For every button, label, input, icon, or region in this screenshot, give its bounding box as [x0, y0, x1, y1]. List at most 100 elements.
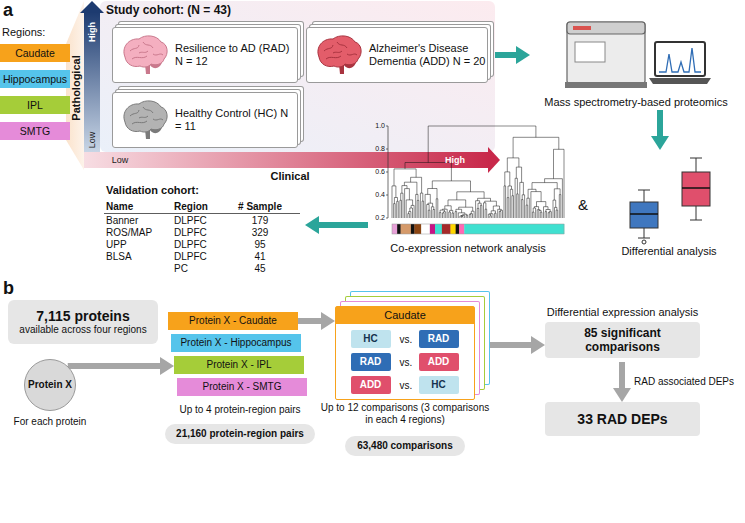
versus-text: vs.: [400, 357, 413, 369]
group-tag-text: HC: [363, 333, 377, 345]
cohort-group-box: Resilience to AD (RAD) N = 12: [112, 27, 298, 83]
arrow-head: [305, 216, 319, 234]
pathology-axis-bar: [84, 12, 100, 168]
module-color-bar: [435, 224, 442, 234]
axis-line: [386, 126, 388, 218]
legend-title: Regions:: [2, 26, 45, 39]
cohort-panel-fill: [100, 1, 495, 152]
arrow-shaft: [475, 342, 532, 348]
legend-text: SMTG: [0, 122, 70, 140]
table-cell: DLPFC: [174, 239, 207, 251]
dendrogram-branches: [392, 126, 564, 218]
brain-outline: [124, 36, 167, 67]
legend-swatch: SMTG: [0, 122, 70, 140]
arrow-shaft: [657, 110, 663, 137]
count-pill: 63,480 comparisons: [345, 436, 465, 456]
outlier: [642, 240, 646, 244]
protein-region-box: Protein X - IPL: [174, 356, 304, 374]
table-cell: ROS/MAP: [106, 227, 152, 239]
module-color-bar: [450, 224, 455, 234]
legend-text: Hippocampus: [0, 70, 70, 88]
mass-spectrometer-icon: [561, 10, 711, 96]
result-text: 85 significant comparisons: [545, 322, 700, 358]
spectrum-trace: [659, 48, 701, 72]
tick-label: 0.6: [375, 168, 385, 176]
count-heading: 7,115 proteins: [36, 308, 129, 325]
table-cell: DLPFC: [174, 227, 207, 239]
versus-text: vs.: [400, 380, 413, 392]
arrow-shaft: [298, 318, 322, 324]
table-cell: 95: [254, 239, 265, 251]
instrument-accent: [573, 26, 591, 30]
group-tag: ADD: [419, 353, 459, 371]
flow-arrow: [305, 216, 368, 234]
module-color-bar: [397, 224, 401, 234]
instrument-window: [575, 42, 605, 62]
brain-outline: [318, 36, 361, 67]
step-note: For each protein: [14, 416, 87, 428]
axis-level: High: [445, 155, 465, 165]
module-color-bar: [421, 224, 430, 234]
flow-arrow: [298, 312, 335, 330]
module-color-bar: [392, 224, 397, 234]
protein-region-box: Protein X - SMTG: [177, 378, 307, 396]
brain-icon: [119, 33, 169, 77]
tick-label: 0.8: [375, 145, 385, 153]
arrow-head: [651, 136, 669, 150]
flow-arrow: [613, 362, 631, 402]
dendrogram-plot: [368, 118, 568, 242]
count-note: available across four regions: [19, 324, 146, 336]
table-cell: BLSA: [106, 251, 132, 263]
protein-name: Protein X: [28, 379, 72, 391]
tick-label: 0.2: [375, 214, 385, 222]
module-color-bar: [456, 224, 460, 234]
table-cell: UPP: [106, 239, 127, 251]
group-tag-text: RAD: [428, 333, 450, 345]
module-color-bar: [430, 224, 435, 234]
table-cell: PC: [174, 263, 188, 275]
group-label: Alzheimer's Disease Dementia (ADD) N = 2…: [369, 42, 487, 68]
brain-icon: [119, 98, 169, 142]
table-cell: Banner: [106, 215, 138, 227]
axis-level: Low: [112, 155, 129, 165]
tick-label: 1.0: [375, 122, 385, 130]
laptop-base: [649, 78, 711, 84]
tick-label: 0.4: [375, 191, 385, 199]
protein-region-box: Protein X - Hippocampus: [171, 334, 301, 352]
flow-arrow: [475, 336, 545, 354]
table-cell: 45: [254, 263, 265, 275]
group-tag-text: ADD: [360, 379, 382, 391]
protein-region-box: Protein X - Caudate: [168, 312, 298, 330]
protein-region-text: Protein X - IPL: [206, 359, 271, 371]
result-box: Differential expression analysis85 signi…: [545, 306, 700, 362]
count-text: 63,480 comparisons: [357, 440, 453, 452]
legend-swatch: Hippocampus: [0, 70, 70, 88]
brain-icon: [313, 33, 363, 77]
median: [630, 213, 658, 215]
arrow-head: [531, 336, 545, 354]
brain-gyri: [324, 42, 357, 59]
table-cell: 329: [252, 227, 269, 239]
group-tag-text: ADD: [428, 356, 450, 368]
legend-text: Caudate: [0, 44, 70, 62]
step-caption: Differential analysis: [621, 245, 716, 258]
arrow-shaft: [495, 52, 517, 58]
module-bar-frame: [392, 224, 564, 234]
module-color-bar: [411, 224, 415, 234]
differential-analysis: Differential analysis: [598, 150, 740, 260]
table-cell: DLPFC: [174, 215, 207, 227]
axis-title: Clinical: [270, 170, 309, 183]
flow-arrow: [495, 46, 530, 64]
instrument-top: [567, 22, 645, 34]
step-note: Up to 4 protein-region pairs: [179, 404, 300, 416]
versus-text: vs.: [400, 334, 413, 346]
brain-gyri: [130, 107, 163, 124]
laptop-screen: [655, 42, 705, 76]
module-color-bar: [459, 224, 464, 234]
network-analysis: Co-expression network analysis1.00.80.60…: [368, 118, 568, 258]
instrument-body: [567, 22, 645, 84]
cohort-group-box: Healthy Control (HC) N = 11: [112, 92, 298, 148]
result-box: 33 RAD DEPs: [545, 402, 700, 436]
boxplot-chart: [598, 150, 740, 245]
